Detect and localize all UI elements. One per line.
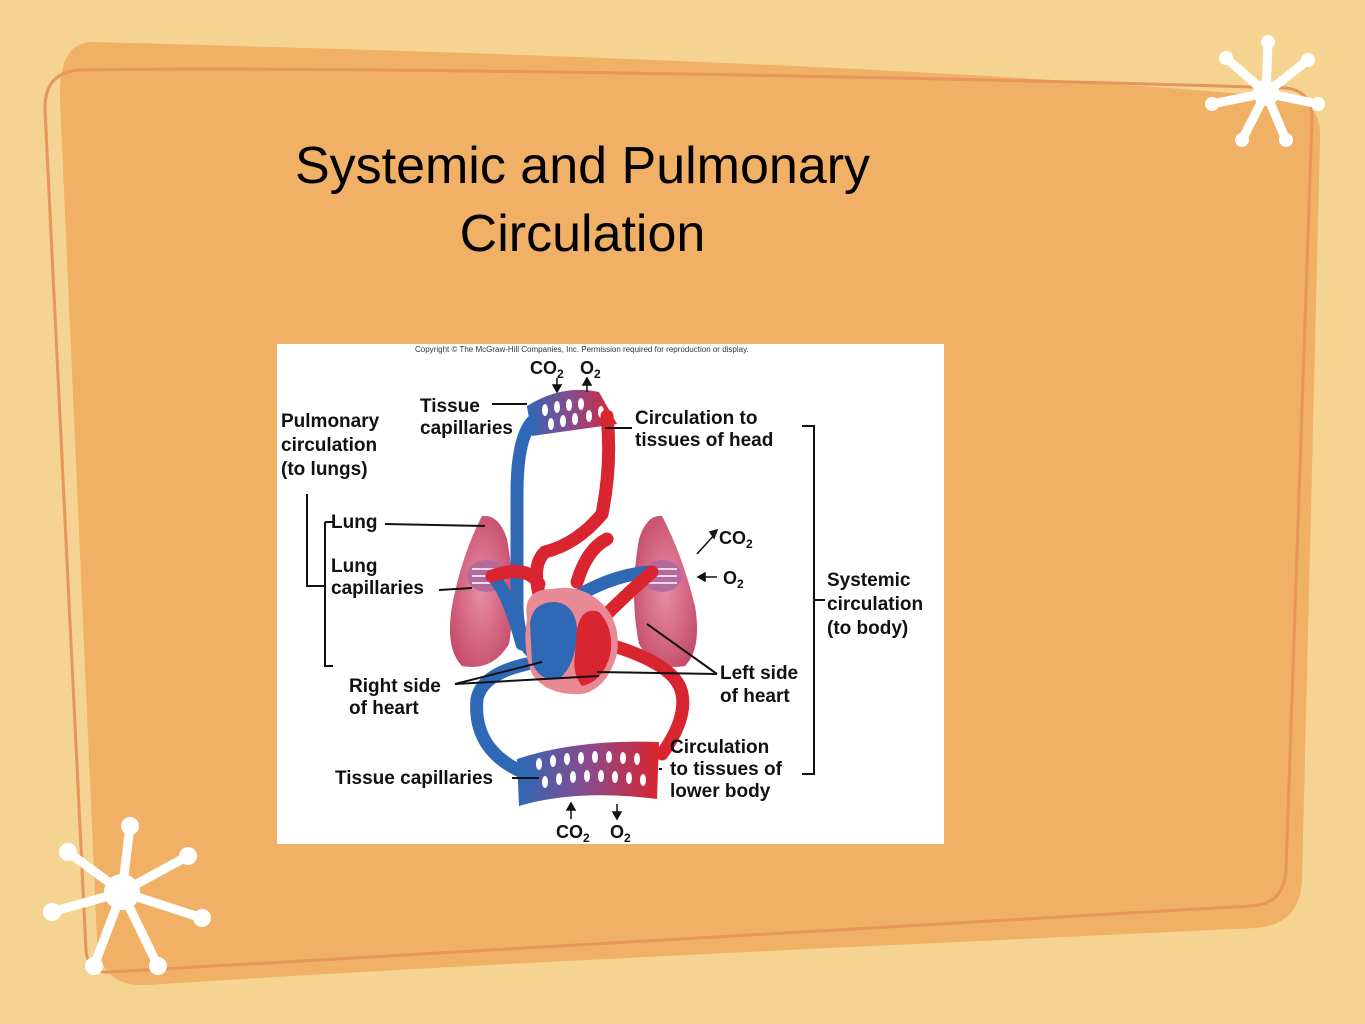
slide-panel-outline <box>43 67 1314 974</box>
circ-lower-line-1: Circulation <box>670 737 769 758</box>
co2-label-bottom: CO2 <box>556 822 590 844</box>
left-lung <box>449 515 513 668</box>
o2-label-top: O2 <box>580 358 601 381</box>
systemic-line-1: Systemic <box>827 570 911 591</box>
circulation-diagram: Copyright © The McGraw-Hill Companies, I… <box>277 344 944 844</box>
left-side-heart-label: Left side of heart <box>720 663 798 707</box>
asterisk-star-icon <box>43 817 211 975</box>
left-heart-line-1: Left side <box>720 663 798 684</box>
tissue-cap-top-line-1: Tissue <box>420 396 480 417</box>
lung-cap-line-2: capillaries <box>331 578 424 599</box>
right-side-heart-label: Right side of heart <box>349 676 441 719</box>
systemic-circulation-label: Systemic circulation (to body) <box>827 570 923 639</box>
left-heart-line-2: of heart <box>720 686 790 707</box>
right-heart-line-1: Right side <box>349 676 441 697</box>
heart-left-side <box>574 610 612 686</box>
slide-title-line-1: Systemic and Pulmonary <box>294 137 871 195</box>
slide-title: Systemic and Pulmonary Circulation <box>180 132 985 268</box>
lung-capillaries-label: Lung capillaries <box>331 556 424 599</box>
systemic-line-2: circulation <box>827 594 923 615</box>
tissue-capillaries-bottom-label: Tissue capillaries <box>335 768 493 789</box>
oxygenated-vessels <box>485 409 690 761</box>
circulation-head-label: Circulation to tissues of head <box>635 408 773 451</box>
pulmonary-line-2: circulation <box>281 435 377 456</box>
right-heart-line-2: of heart <box>349 698 419 719</box>
pulmonary-line-1: Pulmonary <box>281 411 380 432</box>
co2-label-top: CO2 <box>530 358 564 381</box>
bottom-capillary-pores <box>536 751 646 788</box>
tissue-capillaries-top-label: Tissue capillaries <box>420 396 513 439</box>
circulation-lower-body-label: Circulation to tissues of lower body <box>670 737 783 802</box>
pulmonary-line-3: (to lungs) <box>281 459 368 480</box>
circulation-diagram-svg: Copyright © The McGraw-Hill Companies, I… <box>281 345 923 844</box>
o2-label-bottom: O2 <box>610 822 631 844</box>
circ-lower-line-2: to tissues of <box>670 759 783 780</box>
bracket-lines <box>306 403 825 779</box>
lung-label: Lung <box>331 512 377 533</box>
co2-label-lung: CO2 <box>719 528 753 551</box>
circ-head-line-2: tissues of head <box>635 430 773 451</box>
circ-head-line-1: Circulation to <box>635 408 757 429</box>
pulmonary-circulation-label: Pulmonary circulation (to lungs) <box>281 411 380 480</box>
o2-label-lung: O2 <box>723 568 744 591</box>
slide-title-line-2: Circulation <box>459 205 706 263</box>
copyright-notice: Copyright © The McGraw-Hill Companies, I… <box>415 345 749 354</box>
systemic-line-3: (to body) <box>827 618 908 639</box>
circ-lower-line-3: lower body <box>670 781 771 802</box>
tissue-cap-top-line-2: capillaries <box>420 418 513 439</box>
heart-right-side <box>530 602 577 680</box>
asterisk-star-icon <box>1205 35 1325 147</box>
gas-exchange-arrows <box>551 376 719 821</box>
lung-cap-line-1: Lung <box>331 556 377 577</box>
